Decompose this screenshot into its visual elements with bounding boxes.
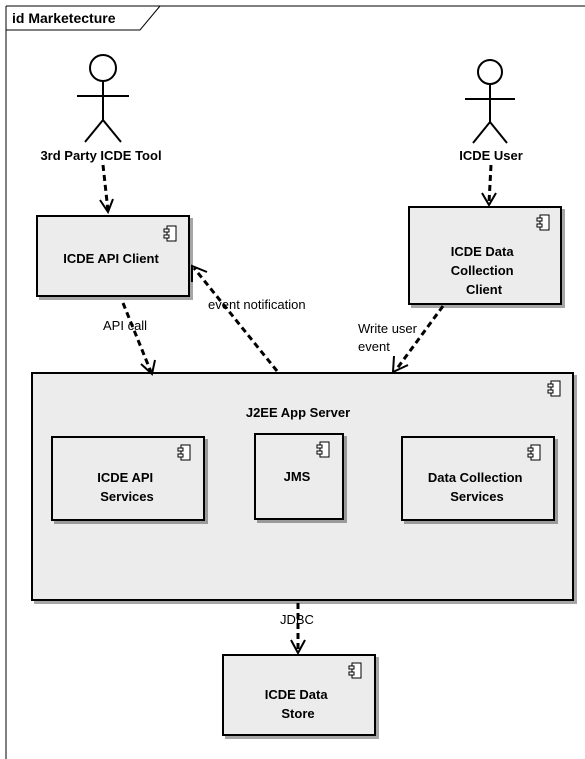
component-icon [177, 444, 191, 461]
connector-api-call [121, 302, 153, 373]
component-label-line: Data Collection [428, 470, 523, 485]
connector-write-user-event [394, 305, 445, 371]
component-label: ICDE Data Collection Client [451, 244, 517, 297]
diagram-frame: id Marketecture [5, 5, 585, 759]
component-icon [163, 225, 177, 242]
component-api-client[interactable]: ICDE API Client [36, 215, 190, 297]
connector-label-line: event [358, 339, 390, 354]
component-label-line: Collection [451, 263, 514, 278]
component-label-line: ICDE API [97, 470, 153, 485]
component-label-line: ICDE Data [265, 687, 329, 702]
component-data-collection-client[interactable]: ICDE Data Collection Client [408, 206, 562, 305]
component-label: ICDE API Services [97, 470, 156, 504]
component-label: JMS [284, 469, 311, 484]
actor-figure-icon [77, 54, 129, 143]
component-label: Data Collection Services [428, 470, 526, 504]
connector-label-line: Write user [358, 321, 418, 336]
component-icon [316, 441, 330, 458]
arrowhead-icon [191, 264, 208, 282]
connector-tool-to-api-client [101, 164, 110, 212]
component-label: ICDE Data Store [265, 687, 331, 721]
component-icon [547, 380, 561, 397]
component-label: ICDE API Client [63, 251, 159, 266]
connector-label-write-user-event: Write user event [358, 321, 421, 354]
component-label-line: J2EE App Server [246, 405, 350, 420]
connector-user-to-dc-client [487, 164, 493, 204]
connector-label-api-call: API call [103, 318, 147, 333]
component-icon [348, 662, 362, 679]
arrowhead-icon [140, 359, 156, 376]
component-data-store[interactable]: ICDE Data Store [222, 654, 376, 736]
actor-label: 3rd Party ICDE Tool [40, 148, 161, 163]
component-jms[interactable]: JMS [254, 433, 344, 520]
component-label-line: Client [466, 282, 503, 297]
actor-label: ICDE User [459, 148, 523, 163]
actor-figure-icon [465, 59, 515, 144]
component-label-line: Services [100, 489, 154, 504]
arrowhead-icon [391, 355, 409, 374]
component-label-line: Store [281, 706, 314, 721]
arrowhead-icon [290, 639, 306, 656]
component-icon [527, 444, 541, 461]
actor-third-party[interactable]: 3rd Party ICDE Tool [40, 54, 162, 163]
component-label-line: ICDE API Client [63, 251, 159, 266]
component-label-line: ICDE Data [451, 244, 515, 259]
component-api-services[interactable]: ICDE API Services [51, 436, 205, 521]
component-icon [536, 214, 550, 231]
arrowhead-icon [99, 198, 114, 215]
actor-icde-user[interactable]: ICDE User [459, 59, 523, 163]
component-label-line: JMS [284, 469, 311, 484]
connector-event-notification [192, 267, 279, 372]
connector-label-jdbc: JDBC [280, 612, 314, 627]
component-label-line: Services [450, 489, 504, 504]
arrowhead-icon [481, 192, 497, 207]
component-label: J2EE App Server [246, 405, 350, 420]
connector-label-event-notification: event notification [208, 297, 306, 312]
component-data-collection-services[interactable]: Data Collection Services [401, 436, 555, 521]
frame-title: id Marketecture [12, 10, 116, 26]
